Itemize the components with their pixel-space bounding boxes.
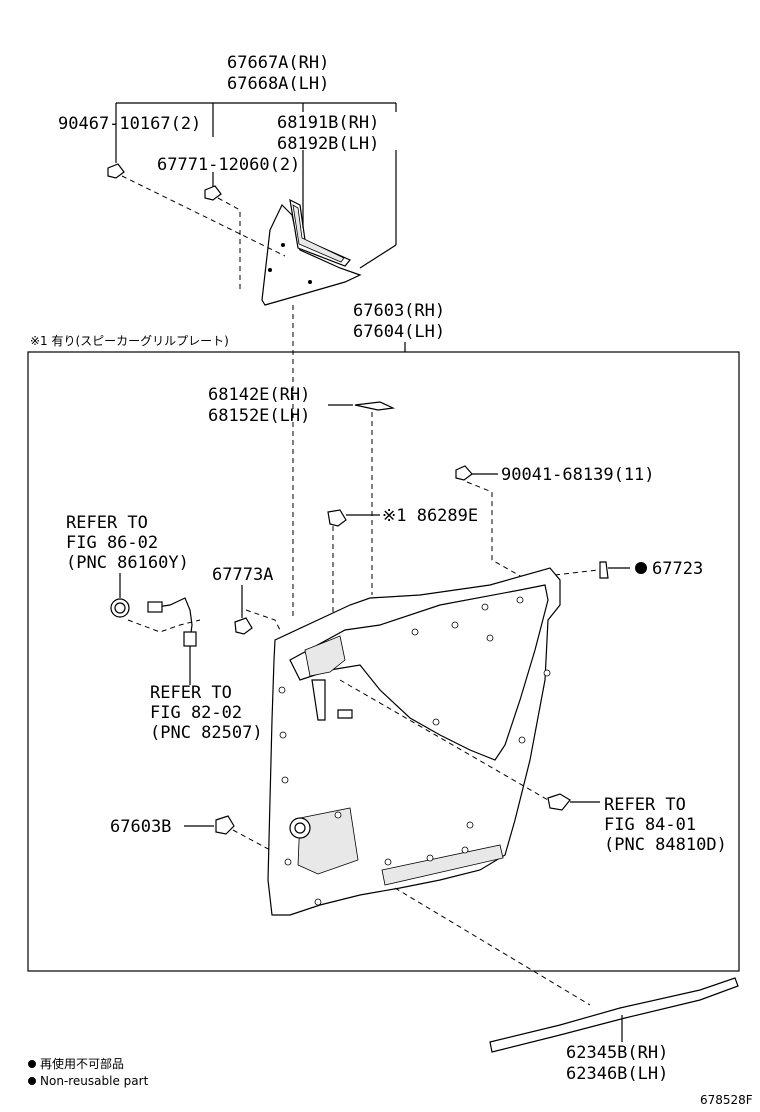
seal-rh-label: 62345B(RH) (566, 1043, 668, 1063)
refer1-line2: FIG 86-02 (66, 533, 158, 553)
refer3-line1: REFER TO (604, 795, 686, 815)
legend-jp: 再使用不可部品 (40, 1056, 124, 1071)
clip-c-label: 67773A (212, 565, 273, 585)
ref-part-label: ※1 86289E (382, 506, 478, 526)
harness-plug (183, 631, 197, 647)
screw-a-label: 90467-10167(2) (58, 114, 201, 134)
pad-label: 67723 (652, 559, 703, 579)
clip-67603b (215, 815, 235, 835)
refer1-line3: (PNC 86160Y) (66, 553, 189, 573)
board-rh-label: 67603(RH) (353, 301, 445, 321)
pillar-garnish-assembly (261, 198, 362, 306)
pad-part (599, 561, 609, 579)
board-lh-label: 67604(LH) (353, 322, 445, 342)
belt-strip-part (354, 401, 396, 411)
note-1: ※1 有り(スピーカーグリルプレート) (30, 334, 229, 348)
clip-67771 (204, 185, 222, 201)
non-reusable-marker (635, 562, 647, 574)
strip-lh-label: 68152E(LH) (208, 406, 310, 426)
refer3-line3: (PNC 84810D) (604, 835, 727, 855)
refer3-line2: FIG 84-01 (604, 815, 696, 835)
clip-a-label: 67771-12060(2) (157, 155, 300, 175)
assembly-frame (27, 351, 740, 972)
speaker-connector (110, 598, 130, 618)
door-seal (489, 977, 739, 1053)
refer2-line3: (PNC 82507) (150, 723, 263, 743)
top-leaders (115, 102, 397, 269)
pillar-lh-label: 67668A(LH) (227, 74, 329, 94)
wire-harness (149, 597, 193, 641)
weatherstrip-lh-label: 68192B(LH) (277, 134, 379, 154)
clip-90041 (455, 465, 473, 481)
weatherstrip-rh-label: 68191B(RH) (277, 113, 379, 133)
clip-b-label: 90041-68139(11) (501, 465, 655, 485)
clip-67773a (234, 617, 253, 635)
harness-connector (147, 601, 163, 613)
seal-lh-label: 62346B(LH) (566, 1064, 668, 1084)
lamp-connector (547, 793, 571, 811)
refer2-line2: FIG 82-02 (150, 703, 242, 723)
pull-handle (304, 635, 346, 677)
clip-d-label: 67603B (110, 817, 171, 837)
speaker-grille-clip (327, 509, 347, 527)
screw-90467 (107, 163, 125, 179)
legend-en: Non-reusable part (40, 1074, 149, 1088)
refer2-line1: REFER TO (150, 683, 232, 703)
strip-rh-label: 68142E(RH) (208, 385, 310, 405)
pillar-rh-label: 67667A(RH) (227, 53, 329, 73)
door-trim-board (267, 567, 561, 916)
speaker-grille (297, 807, 359, 875)
refer1-line1: REFER TO (66, 513, 148, 533)
figure-number: 678528F (700, 1093, 753, 1107)
